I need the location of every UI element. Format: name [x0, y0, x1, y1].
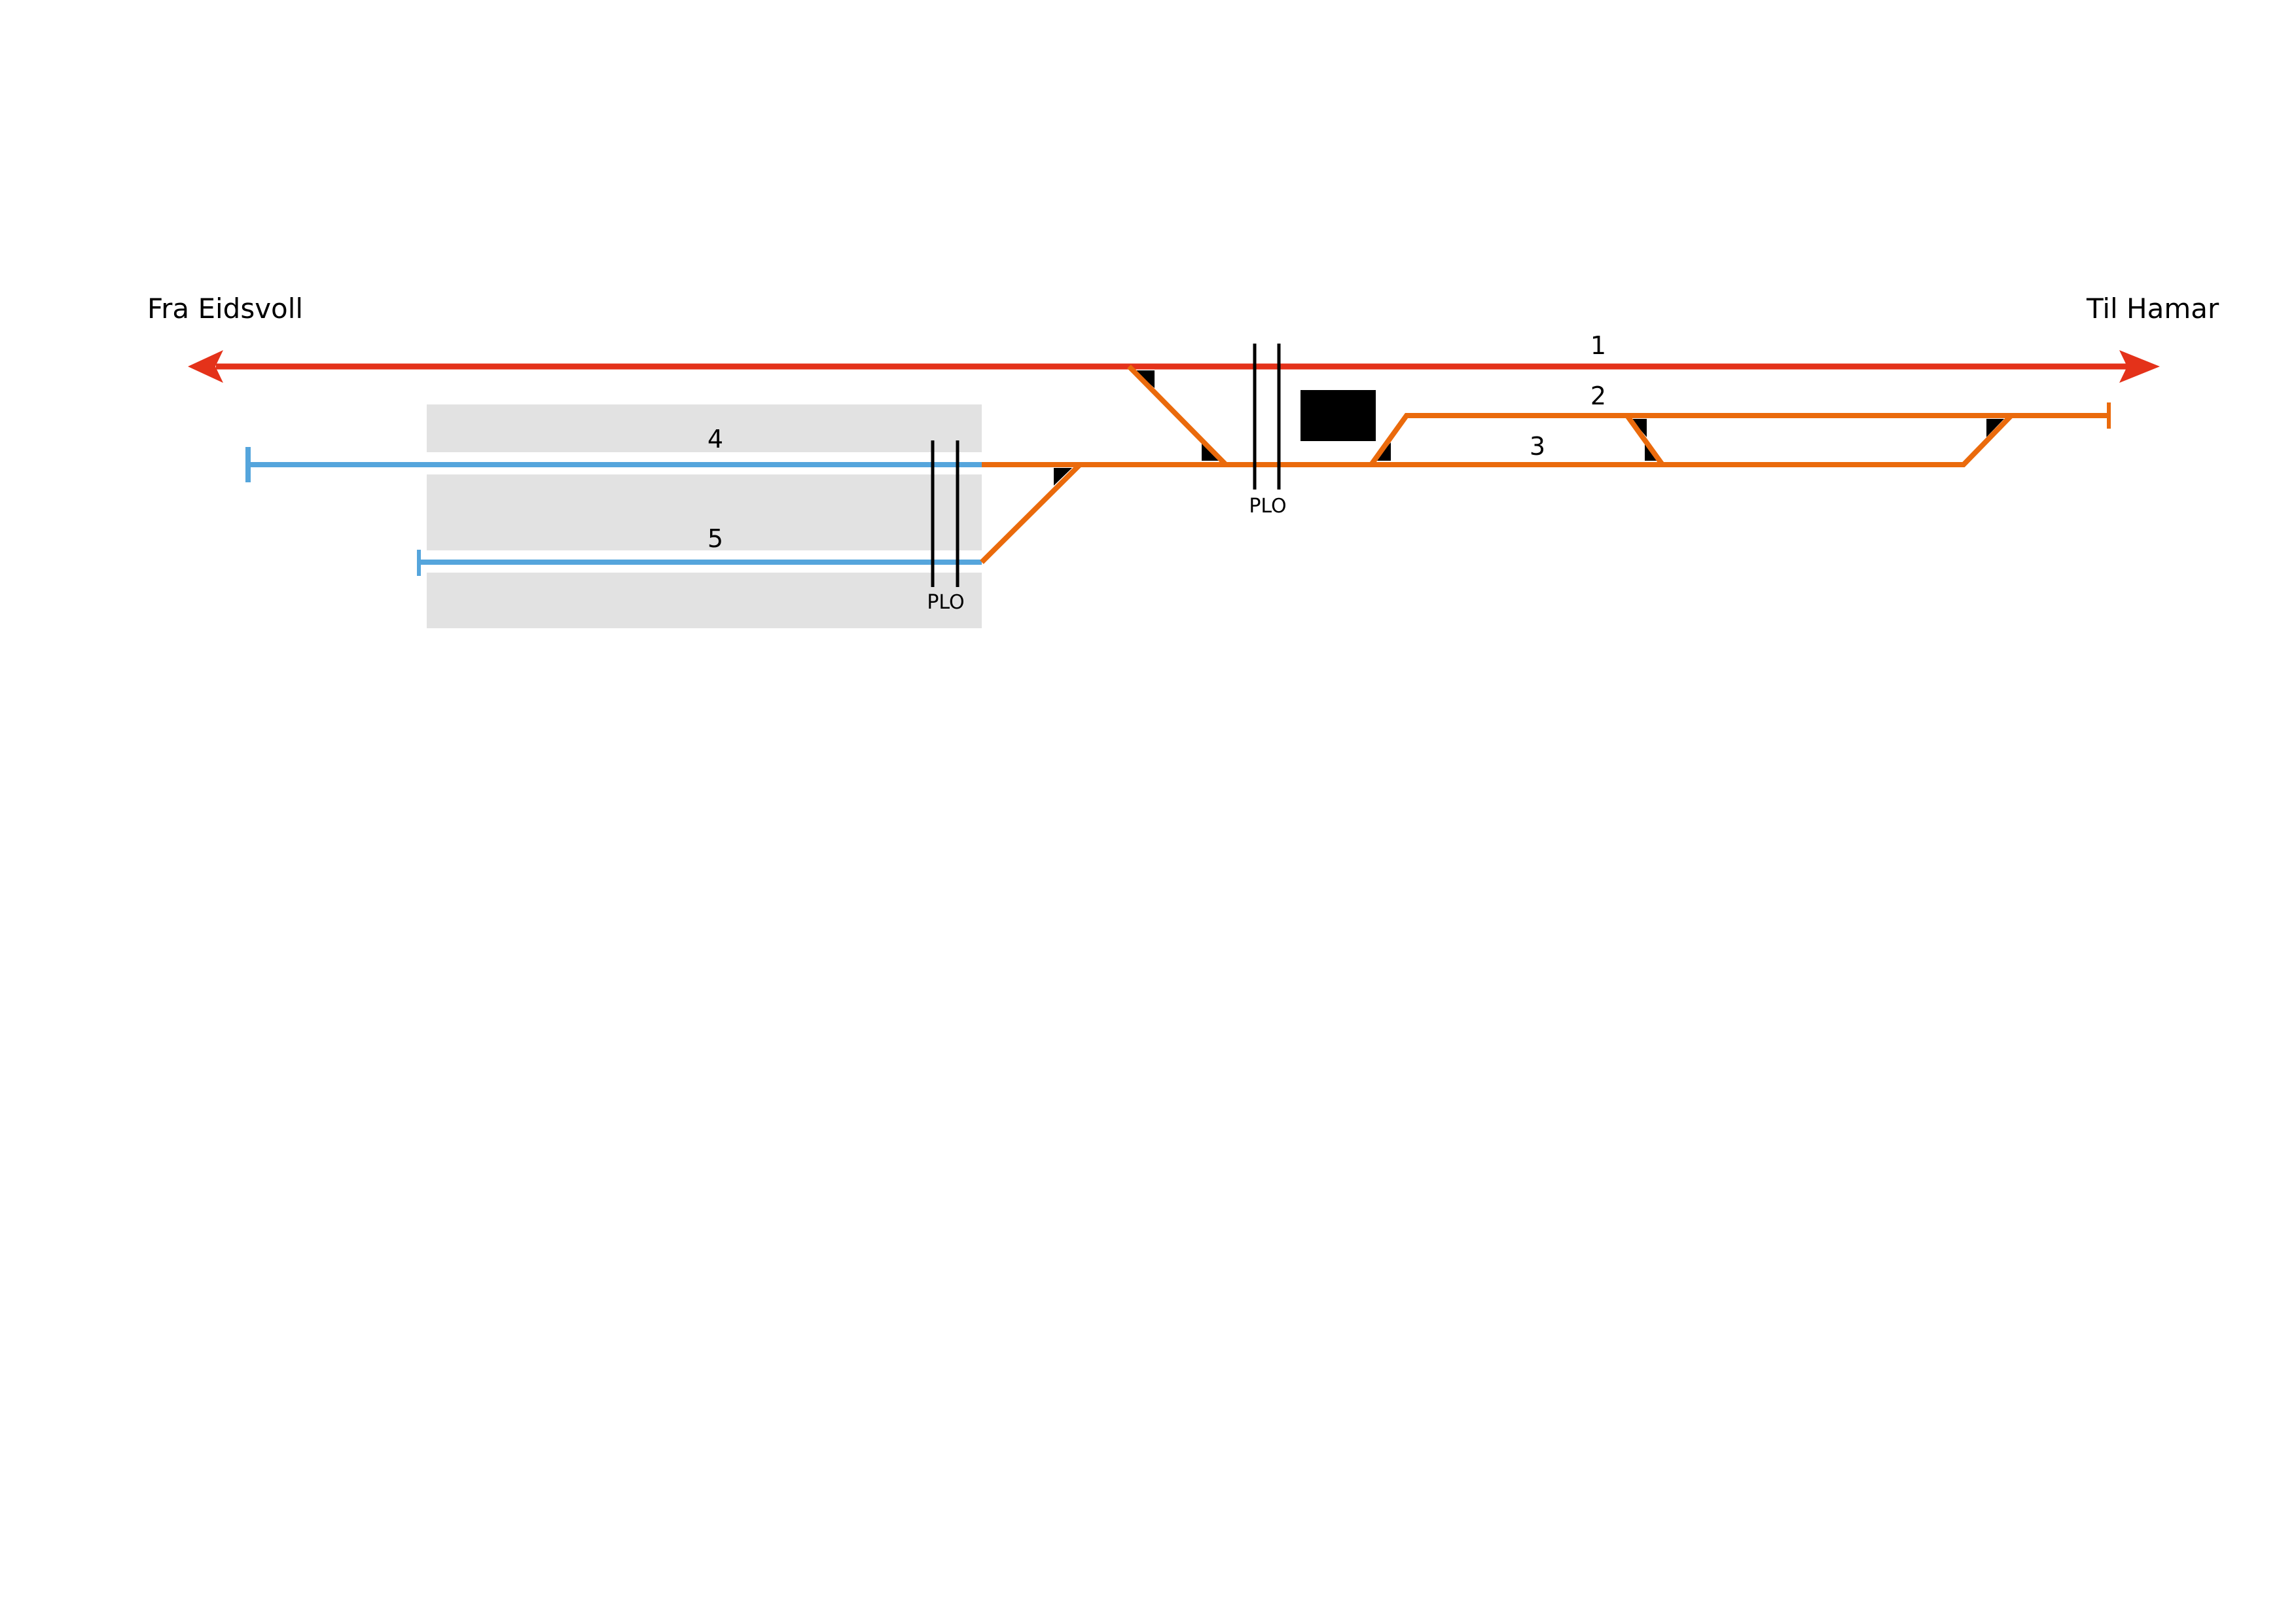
direction-left-label: Fra Eidsvoll: [147, 293, 303, 325]
track-2-label: 2: [1590, 382, 1606, 410]
platform-1: [427, 404, 982, 452]
arrow-left-icon: [188, 350, 223, 383]
plo-east-label: PLO: [1249, 495, 1286, 518]
crossover-2-to-3: [1624, 414, 1665, 467]
switch-marker: [1986, 419, 2004, 437]
platform-3: [427, 573, 982, 628]
arrow-right-icon: [2119, 350, 2160, 383]
track-5-label: 5: [708, 524, 723, 553]
crossover-main-to-3: [1127, 365, 1228, 467]
direction-right-label: Til Hamar: [2086, 293, 2219, 325]
switch-marker: [1054, 468, 1072, 486]
track-3-label: 3: [1530, 432, 1545, 461]
track-5-connector: [980, 463, 1082, 564]
track-4-label: 4: [708, 425, 723, 454]
station-building: [1300, 390, 1376, 441]
track-3-line: [982, 414, 2013, 467]
plo-west-label: PLO: [927, 591, 964, 614]
track-2-line: [1369, 413, 2109, 467]
track-1-label: 1: [1590, 331, 1606, 360]
platform-2: [427, 474, 982, 550]
